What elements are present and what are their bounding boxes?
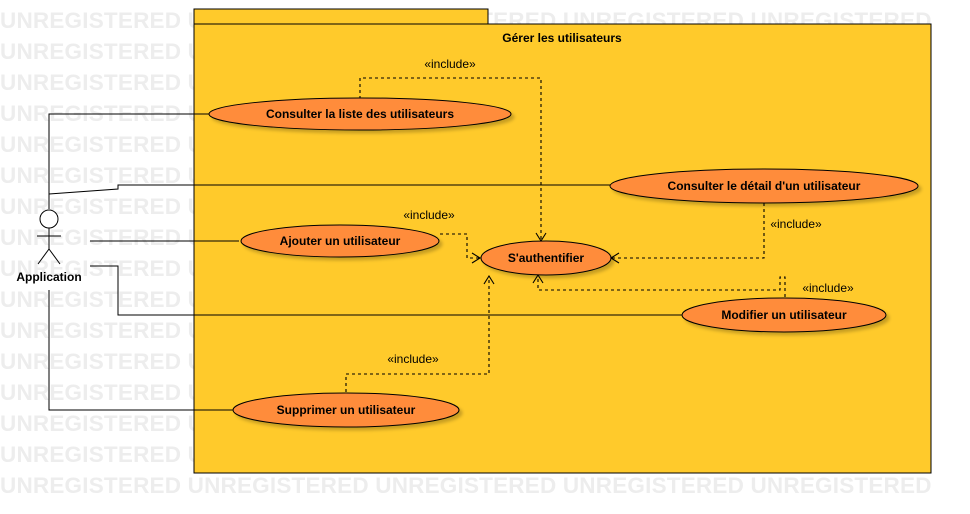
include-label: «include»: [424, 57, 476, 71]
use-case-shape: [609, 168, 919, 204]
use-case-shape: [681, 297, 887, 333]
association-supprimer: [48, 290, 233, 411]
actor-label: Application: [16, 270, 81, 284]
use-case-supprimer[interactable]: Supprimer un utilisateur: [232, 392, 460, 428]
use-case-consulter-liste[interactable]: Consulter la liste des utilisateurs: [208, 97, 512, 131]
package-title: Gérer les utilisateurs: [502, 31, 622, 45]
include-label: «include»: [387, 352, 439, 366]
include-line-liste: [359, 77, 542, 240]
include-labels: «include» «include» «include» «include» …: [387, 57, 854, 366]
association-modifier: [90, 265, 682, 316]
include-line-ajouter: [440, 233, 479, 259]
use-case-label: Supprimer un utilisateur: [277, 403, 416, 417]
include-line-supprimer: [345, 276, 490, 392]
include-label: «include»: [403, 208, 455, 222]
include-label: «include»: [770, 217, 822, 231]
actor-application[interactable]: Application: [16, 209, 82, 284]
actor-head-icon: [39, 209, 59, 229]
include-dependencies: [345, 77, 786, 392]
arrowhead-ajouter: [471, 252, 482, 264]
use-case-modifier[interactable]: Modifier un utilisateur: [681, 297, 887, 333]
use-case-label: Ajouter un utilisateur: [280, 234, 401, 248]
include-line-modifier: [537, 276, 786, 297]
use-case-label: S'authentifier: [508, 251, 585, 265]
use-case-consulter-detail[interactable]: Consulter le détail d'un utilisateur: [609, 168, 919, 204]
use-case-authentifier[interactable]: S'authentifier: [480, 240, 612, 276]
association-consulter-detail: [48, 184, 610, 195]
use-case-label: Modifier un utilisateur: [721, 308, 847, 322]
use-case-shape: [208, 97, 512, 131]
package-tab: [193, 8, 489, 25]
use-case-shape: [232, 392, 460, 428]
use-case-shape: [480, 240, 612, 276]
use-case-ajouter[interactable]: Ajouter un utilisateur: [240, 224, 440, 258]
use-case-label: Consulter la liste des utilisateurs: [266, 107, 454, 121]
include-line-detail: [612, 203, 765, 259]
actor-leg-left: [37, 248, 50, 265]
use-case-label: Consulter le détail d'un utilisateur: [668, 179, 861, 193]
association-consulter-liste: [48, 113, 209, 209]
associations: [48, 113, 682, 411]
include-label: «include»: [802, 281, 854, 295]
use-case-shape: [240, 224, 440, 258]
watermark-text: UNREGISTERED UNREGISTERED UNREGISTERED U…: [0, 473, 932, 498]
arrowhead-supprimer: [483, 274, 495, 285]
actor-leg-right: [48, 248, 61, 265]
